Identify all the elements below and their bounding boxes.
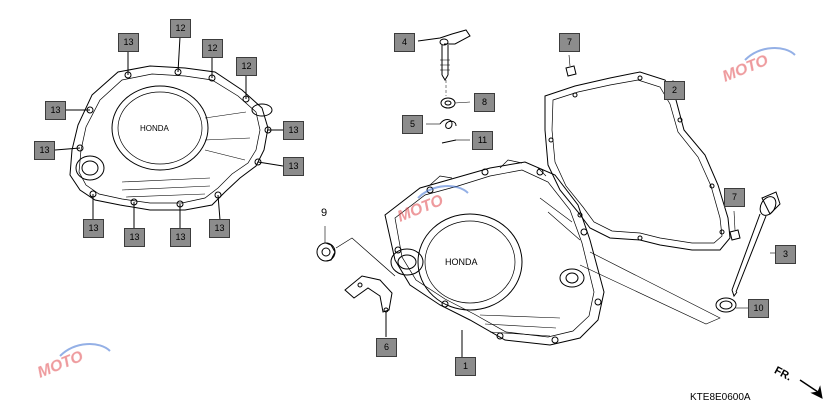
callout-5: 5 bbox=[402, 115, 423, 134]
cover-main-view: HONDA bbox=[384, 159, 605, 357]
callout-7: 7 bbox=[559, 33, 580, 52]
callout-12: 12 bbox=[236, 57, 257, 76]
gasket-2 bbox=[544, 71, 731, 251]
callout-13: 13 bbox=[118, 33, 139, 52]
watermark-bottom-left: MOTO bbox=[35, 348, 86, 382]
brand-text-main: HONDA bbox=[445, 257, 478, 267]
spring-5 bbox=[426, 119, 457, 129]
callout-11: 11 bbox=[472, 131, 493, 150]
callout-9: 9 bbox=[321, 207, 328, 219]
pin-11 bbox=[441, 139, 470, 144]
callout-10: 10 bbox=[748, 299, 769, 318]
callout-13: 13 bbox=[83, 219, 104, 238]
washer-8 bbox=[440, 97, 471, 109]
brand-text-outer: HONDA bbox=[140, 124, 170, 133]
diagram-code: KTE8E0600A bbox=[690, 392, 751, 403]
callout-13: 13 bbox=[209, 219, 230, 238]
callout-13: 13 bbox=[283, 121, 304, 140]
callout-13: 13 bbox=[34, 141, 55, 160]
callout-3: 3 bbox=[775, 245, 796, 264]
oil-seal-9 bbox=[316, 226, 396, 277]
direction-arrow-head bbox=[810, 385, 823, 399]
callout-13: 13 bbox=[124, 228, 145, 247]
callout-12: 12 bbox=[202, 39, 223, 58]
callout-4: 4 bbox=[394, 33, 415, 52]
lifter-shaft-4 bbox=[417, 29, 471, 81]
dowel-pin-7a bbox=[565, 54, 577, 77]
bracket-6 bbox=[344, 275, 393, 337]
direction-arrow-shaft bbox=[799, 379, 819, 393]
callout-13: 13 bbox=[170, 228, 191, 247]
callout-13: 13 bbox=[45, 101, 66, 120]
callout-13: 13 bbox=[283, 157, 304, 176]
callout-6: 6 bbox=[376, 338, 397, 357]
watermark-top-right: MOTO bbox=[720, 52, 771, 86]
callout-7: 7 bbox=[724, 188, 745, 207]
oil-dipstick-3 bbox=[731, 191, 782, 298]
callout-1: 1 bbox=[455, 357, 476, 376]
callout-12: 12 bbox=[170, 19, 191, 38]
watermark-center: MOTO bbox=[395, 192, 446, 226]
callout-8: 8 bbox=[474, 93, 495, 112]
cover-outer-view: HONDA bbox=[54, 36, 284, 229]
callout-2: 2 bbox=[664, 81, 685, 100]
o-ring-10 bbox=[715, 297, 748, 313]
dowel-pin-7b bbox=[729, 210, 741, 241]
